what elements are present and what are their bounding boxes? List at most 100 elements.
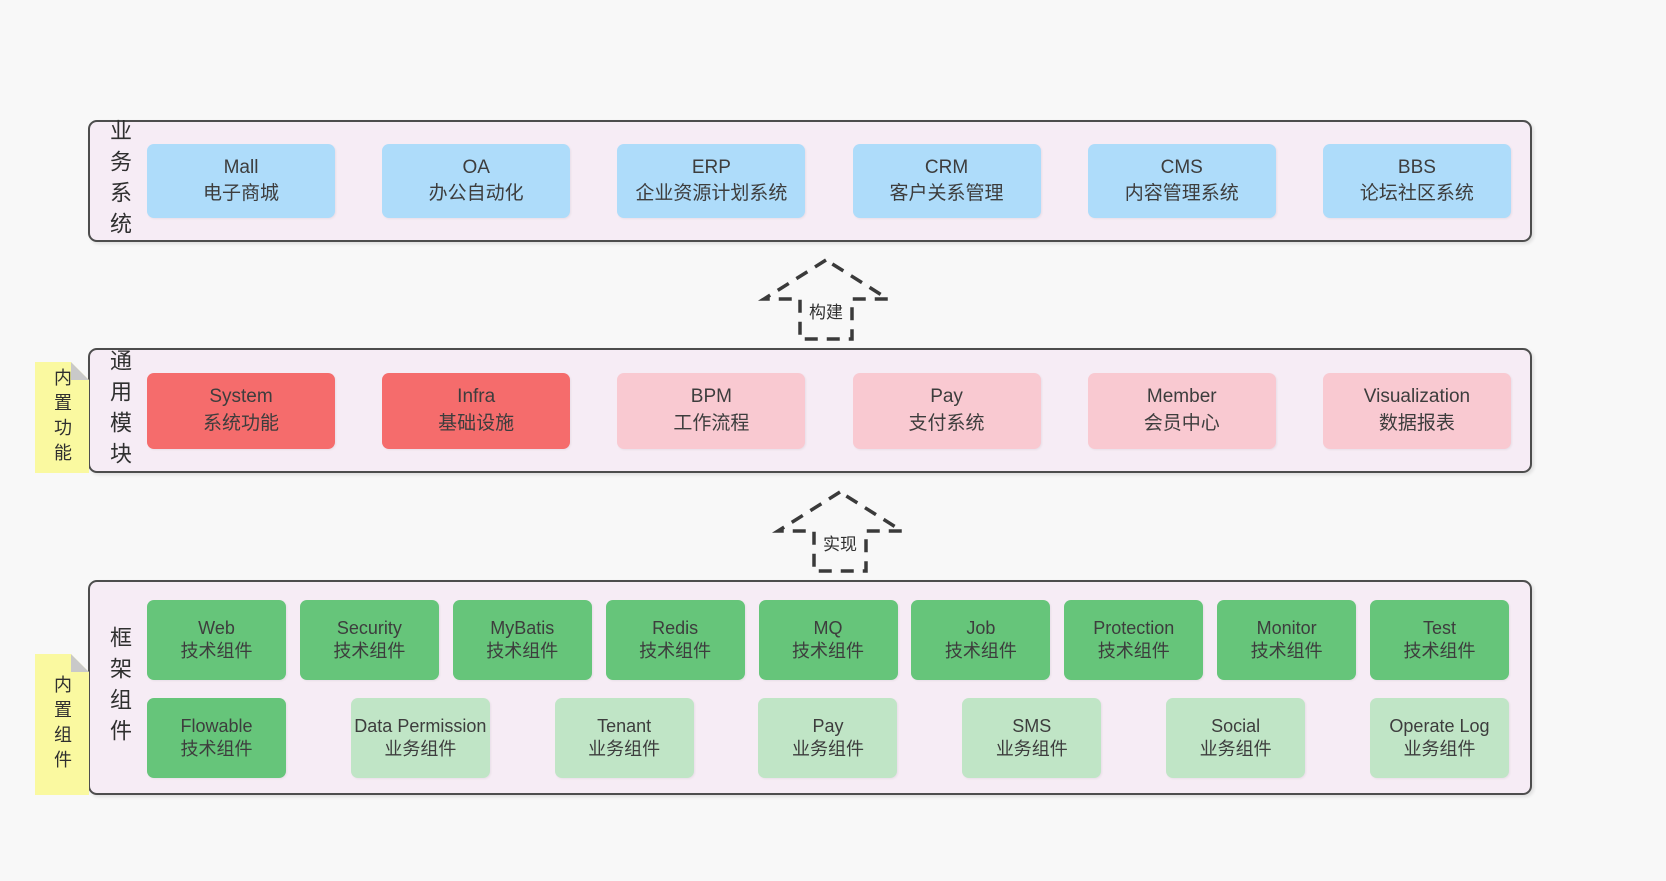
box-title: Web [198, 617, 235, 638]
sticky-note-text: 内置组件 [52, 674, 72, 775]
box-title: Infra [457, 386, 496, 408]
box-subtitle: 技术组件 [1097, 641, 1170, 661]
box-title: CMS [1160, 156, 1203, 178]
box-title: Social [1211, 715, 1261, 736]
sticky-note-builtin-features: 内置功能 [35, 362, 89, 473]
folded-corner-icon [71, 654, 89, 672]
box-mall: Mall 电子商城 [147, 144, 335, 218]
box-subtitle: 数据报表 [1378, 412, 1455, 434]
sticky-note-builtin-components: 内置组件 [35, 654, 89, 795]
box-title: OA [462, 156, 490, 178]
box-subtitle: 业务组件 [995, 739, 1068, 759]
box-crm: CRM 客户关系管理 [852, 144, 1041, 218]
box-subtitle: 业务组件 [791, 739, 864, 759]
box-subtitle: 论坛社区系统 [1359, 183, 1474, 204]
box-subtitle: 技术组件 [180, 641, 253, 661]
box-social: Social 业务组件 [1166, 698, 1306, 778]
box-title: Pay [812, 715, 844, 736]
box-tenant: Tenant 业务组件 [554, 698, 694, 778]
implement-arrow-label: 实现 [819, 530, 861, 555]
box-title: BBS [1397, 156, 1436, 178]
box-title: Monitor [1256, 617, 1317, 638]
box-erp: ERP 企业资源计划系统 [617, 144, 806, 218]
business-systems-band: 业务系统 Mall 电子商城 OA 办公自动化 ERP 企业资源计划系统 CRM… [88, 119, 1532, 243]
box-subtitle: 办公自动化 [428, 183, 524, 204]
box-title: Mall [223, 156, 259, 178]
box-bbs: BBS 论坛社区系统 [1322, 144, 1511, 218]
box-member: Member 会员中心 [1087, 372, 1276, 449]
implement-arrow: 实现 [770, 488, 910, 574]
common-modules-band: 通用模块 System 系统功能 Infra 基础设施 BPM 工作流程 Pay… [88, 348, 1532, 473]
box-subtitle: 系统功能 [202, 412, 279, 434]
box-bpm: BPM 工作流程 [617, 372, 806, 449]
box-subtitle: 客户关系管理 [889, 183, 1004, 204]
build-arrow-label: 构建 [805, 298, 847, 323]
box-subtitle: 企业资源计划系统 [635, 183, 788, 204]
box-subtitle: 技术组件 [944, 641, 1017, 661]
dashed-up-arrow-icon [771, 489, 909, 573]
box-flowable: Flowable 技术组件 [147, 698, 286, 778]
box-mybatis: MyBatis 技术组件 [452, 600, 592, 680]
box-title: SMS [1012, 715, 1052, 736]
box-subtitle: 基础设施 [438, 412, 515, 434]
box-job: Job 技术组件 [911, 600, 1051, 680]
box-system: System 系统功能 [147, 372, 335, 449]
build-arrow: 构建 [756, 256, 896, 342]
box-title: MQ [813, 617, 843, 638]
business-boxes-row: Mall 电子商城 OA 办公自动化 ERP 企业资源计划系统 CRM 客户关系… [147, 122, 1511, 240]
box-subtitle: 业务组件 [384, 739, 457, 759]
box-mq: MQ 技术组件 [758, 600, 898, 680]
box-title: MyBatis [490, 617, 555, 638]
box-protection: Protection 技术组件 [1064, 600, 1204, 680]
box-subtitle: 工作流程 [673, 412, 750, 434]
box-title: BPM [690, 386, 732, 408]
components-boxes-grid: Web 技术组件 Security 技术组件 MyBatis 技术组件 Redi… [147, 600, 1509, 778]
box-subtitle: 技术组件 [1403, 641, 1476, 661]
box-title: Flowable [180, 715, 253, 736]
box-subtitle: 业务组件 [588, 739, 661, 759]
box-cms: CMS 内容管理系统 [1087, 144, 1276, 218]
box-title: Data Permission [354, 715, 487, 736]
box-security: Security 技术组件 [299, 600, 439, 680]
band-label-components: 框架组件 [107, 625, 132, 750]
box-subtitle: 技术组件 [792, 641, 864, 661]
box-title: Test [1422, 617, 1456, 638]
box-title: Protection [1093, 617, 1175, 638]
box-subtitle: 电子商城 [202, 183, 279, 204]
box-sms: SMS 业务组件 [962, 698, 1102, 778]
box-title: Security [336, 617, 402, 638]
box-title: Visualization [1363, 386, 1471, 408]
box-title: Redis [652, 617, 699, 638]
box-title: System [209, 386, 273, 408]
box-title: Tenant [597, 715, 652, 736]
box-pay-module: Pay 支付系统 [852, 372, 1041, 449]
box-title: ERP [691, 156, 731, 178]
modules-boxes-row: System 系统功能 Infra 基础设施 BPM 工作流程 Pay 支付系统… [147, 350, 1511, 471]
box-title: Job [966, 617, 996, 638]
box-subtitle: 技术组件 [180, 739, 253, 759]
box-subtitle: 技术组件 [639, 641, 712, 661]
band-label-modules: 通用模块 [107, 348, 132, 473]
box-title: CRM [924, 156, 969, 178]
dashed-up-arrow-icon [757, 257, 895, 341]
box-subtitle: 技术组件 [1250, 641, 1323, 661]
box-infra: Infra 基础设施 [382, 372, 571, 449]
box-subtitle: 会员中心 [1143, 412, 1220, 434]
box-operate-log: Operate Log 业务组件 [1369, 698, 1509, 778]
band-label-business: 业务系统 [107, 119, 132, 243]
box-subtitle: 内容管理系统 [1124, 183, 1239, 204]
box-subtitle: 技术组件 [486, 641, 559, 661]
box-subtitle: 支付系统 [908, 412, 985, 434]
framework-components-band: 框架组件 Web 技术组件 Security 技术组件 MyBatis 技术组件… [88, 580, 1532, 795]
box-subtitle: 业务组件 [1199, 739, 1272, 759]
box-subtitle: 技术组件 [333, 641, 406, 661]
box-data-permission: Data Permission 业务组件 [350, 698, 490, 778]
box-web: Web 技术组件 [147, 600, 286, 680]
box-title: Pay [930, 386, 963, 408]
box-title: Operate Log [1389, 715, 1490, 736]
box-test: Test 技术组件 [1370, 600, 1509, 680]
box-subtitle: 业务组件 [1403, 739, 1476, 759]
sticky-note-text: 内置功能 [52, 367, 72, 468]
box-monitor: Monitor 技术组件 [1217, 600, 1357, 680]
